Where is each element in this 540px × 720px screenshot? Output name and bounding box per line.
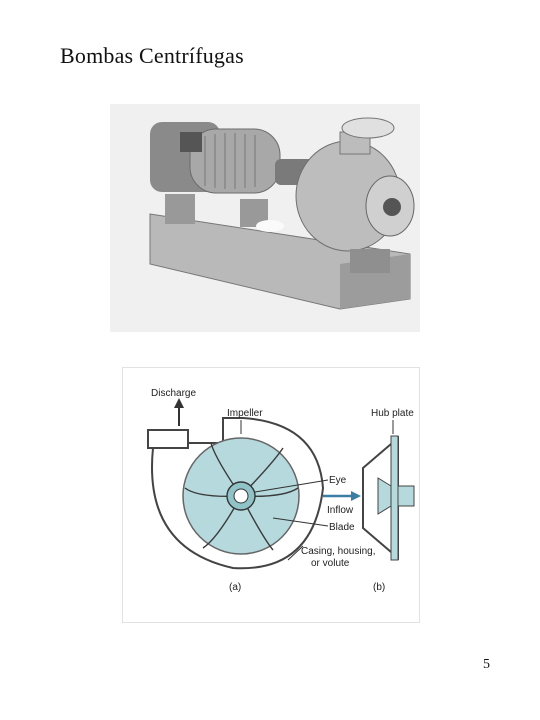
casing-label-line2: or volute — [311, 558, 350, 569]
inflow-label: Inflow — [327, 505, 354, 516]
casing-label-line1: Casing, housing, — [301, 546, 376, 557]
discharge-label: Discharge — [151, 388, 196, 399]
page-title: Bombas Centrífugas — [60, 43, 244, 68]
centrifugal-pump-photo — [110, 104, 420, 332]
centrifugal-pump-diagram: Discharge Impeller Hub plate Eye Inflow … — [122, 367, 420, 623]
discharge-flange — [147, 429, 189, 449]
blade-label: Blade — [329, 522, 355, 533]
impeller-label: Impeller — [227, 408, 263, 419]
hub-plate-label: Hub plate — [371, 408, 414, 419]
subfigure-b-label: (b) — [373, 582, 385, 593]
page-number: 5 — [483, 657, 490, 672]
eye-label: Eye — [329, 475, 347, 486]
subfigure-a-label: (a) — [229, 582, 241, 593]
